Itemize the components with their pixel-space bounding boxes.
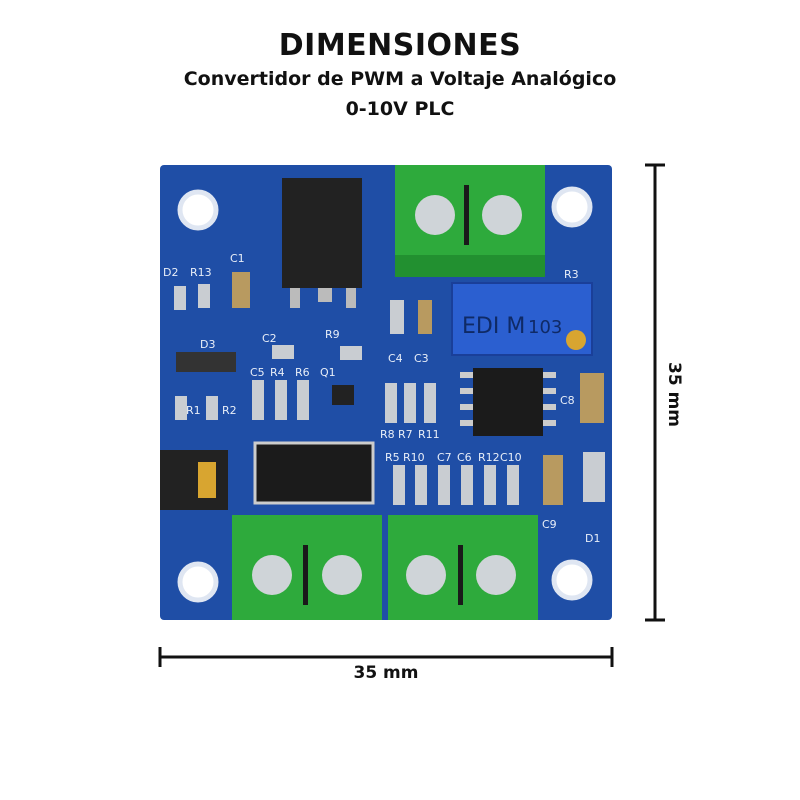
width-dimension [158,647,614,667]
height-dimension [645,163,665,622]
silkscreen-label: D2 [163,266,178,279]
silkscreen-label: R1 [186,404,201,417]
terminal-block-top [395,165,545,277]
silkscreen-label: R11 [418,428,440,441]
pot-label: EDI M [462,314,525,339]
silkscreen-label: C7 [437,451,452,464]
silkscreen-label: C9 [542,518,557,531]
terminal-block-bottom-left [232,515,382,620]
silkscreen-label: C8 [560,394,575,407]
opamp-ic [460,368,556,436]
page-title: DIMENSIONES [278,28,522,63]
jumper-header [160,450,228,510]
silkscreen-label: R4 [270,366,285,379]
silkscreen-label: C1 [230,252,245,265]
pot-value: 103 [528,317,562,338]
potentiometer: EDI M 103 [451,282,593,356]
silkscreen-label: R10 [403,451,425,464]
silkscreen-label: D1 [585,532,600,545]
terminal-block-bottom-right [388,515,538,620]
silkscreen-label: D3 [200,338,215,351]
product-subtitle: Convertidor de PWM a Voltaje Analógico [183,68,617,90]
smd-components [174,272,605,505]
silkscreen-label: R2 [222,404,237,417]
silkscreen-label: C5 [250,366,265,379]
silkscreen-label: C6 [457,451,472,464]
silkscreen-label: C2 [262,332,277,345]
silkscreen-label: R12 [478,451,500,464]
silkscreen-label: R8 [380,428,395,441]
silkscreen-label: R9 [325,328,340,341]
product-subtitle-range: 0-10V PLC [345,98,455,120]
silkscreen-label: R7 [398,428,413,441]
silkscreen-labels: D2 R13 C1 D3 C2 R9 C4 C3 R3 C5 R4 R6 Q1 … [163,252,600,545]
width-label: 35 mm [353,663,418,683]
silkscreen-label: C3 [414,352,429,365]
optocoupler [253,441,375,505]
silkscreen-label: R13 [190,266,212,279]
voltage-regulator [282,178,362,308]
silkscreen-label: C4 [388,352,403,365]
mounting-holes [177,186,593,603]
silkscreen-label: R5 [385,451,400,464]
silkscreen-label: Q1 [320,366,336,379]
silkscreen-label: C10 [500,451,522,464]
silkscreen-label: R6 [295,366,310,379]
height-label: 35 mm [664,362,684,427]
silkscreen-label: R3 [564,268,579,281]
